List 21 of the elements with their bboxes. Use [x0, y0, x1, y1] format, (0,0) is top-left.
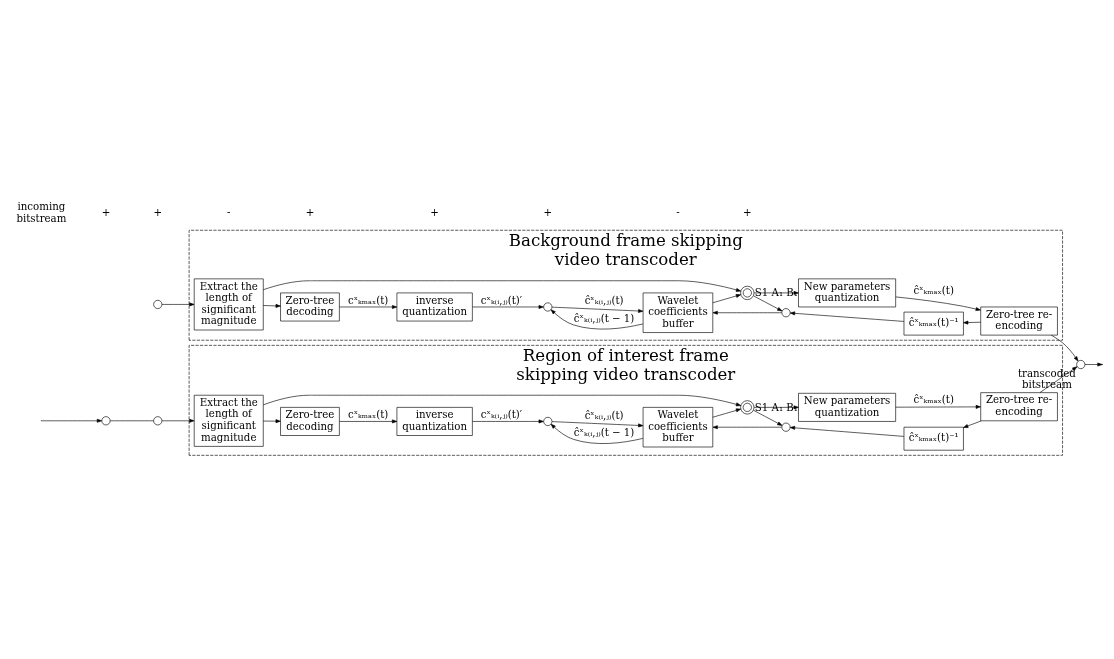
- label: +: [430, 206, 439, 218]
- edge-label: ĉˣₖ₍ᵢ,ⱼ₎(t − 1): [573, 426, 635, 438]
- label: -: [676, 206, 680, 218]
- edge-label: cˣₖ₍ᵢ,ⱼ₎(t)′: [480, 294, 523, 306]
- edge-label: ĉˣₖₘₐₓ(t): [913, 284, 954, 296]
- edge-label: cˣₖₘₐₓ(t): [347, 408, 389, 420]
- edge-label: ĉˣₖ₍ᵢ,ⱼ₎(t − 1): [573, 312, 635, 324]
- edge-label: cˣₖₘₐₓ(t): [347, 294, 389, 306]
- edge-label: cˣₖ₍ᵢ,ⱼ₎(t)′: [480, 408, 523, 420]
- node-label: S1 A₁ B₁: [754, 401, 798, 413]
- edge-label: ĉˣₖ₍ᵢ,ⱼ₎(t): [584, 294, 624, 306]
- edge-label: ĉˣₖ₍ᵢ,ⱼ₎(t): [584, 409, 624, 421]
- label: +: [101, 206, 111, 218]
- label: +: [743, 206, 752, 218]
- label: +: [543, 206, 553, 218]
- label: +: [153, 206, 163, 218]
- label: +: [305, 206, 315, 218]
- edge-label: ĉˣₖₘₐₓ(t): [913, 393, 954, 405]
- label: -: [227, 206, 231, 218]
- node-label: S1 A₁ B₁: [754, 286, 798, 298]
- label: incoming bitstream: [16, 200, 67, 224]
